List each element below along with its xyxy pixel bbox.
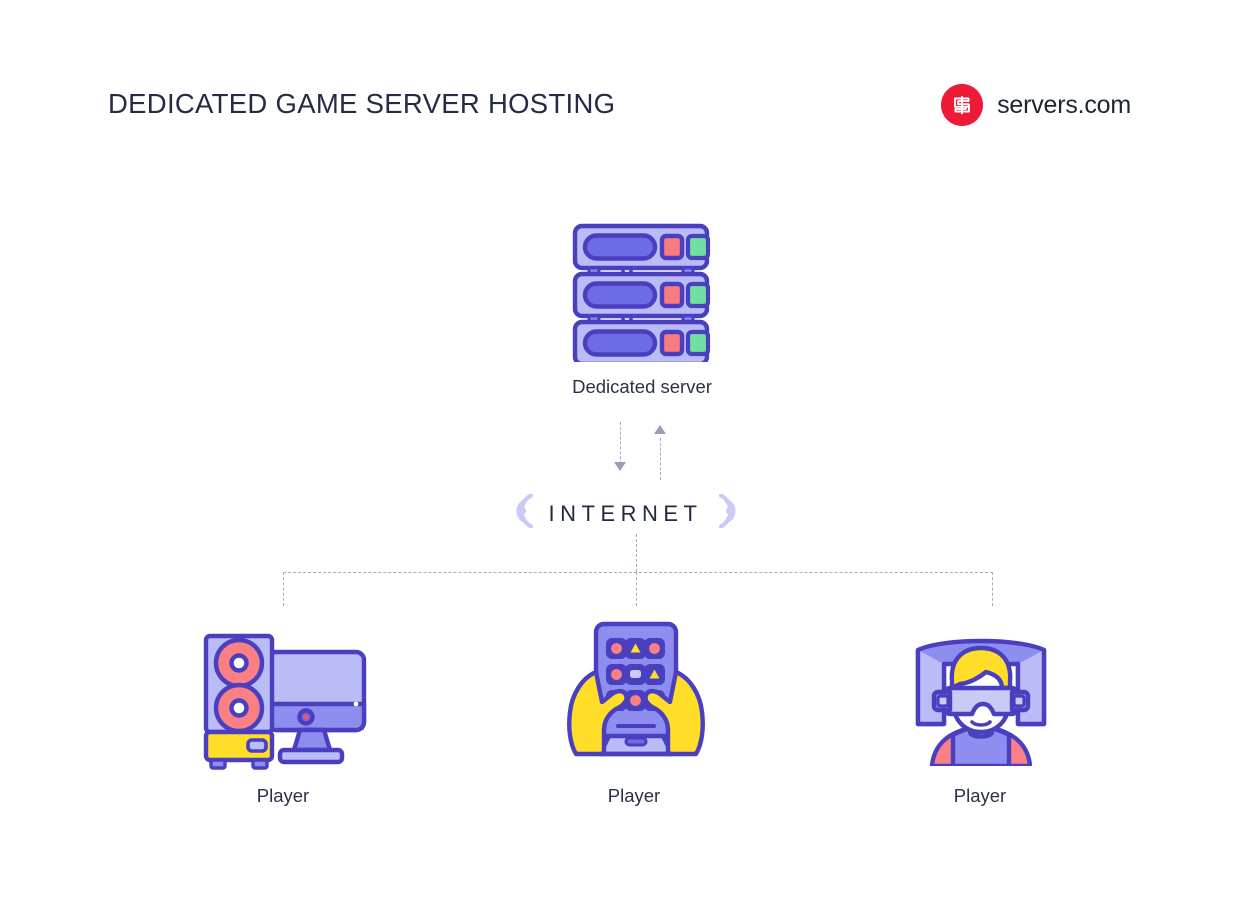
desktop-pc-icon — [196, 624, 368, 775]
arrow-down-icon — [614, 462, 626, 471]
servers-s-logo-icon — [941, 84, 984, 126]
arrow-up-icon — [654, 425, 666, 434]
signal-waves-left-icon — [505, 493, 535, 533]
brand-name: servers.com — [997, 90, 1131, 119]
internet-badge: INTERNET — [505, 493, 747, 533]
player-3-caption: Player — [953, 785, 1007, 806]
bus-drop-from-internet — [636, 534, 637, 572]
internet-label: INTERNET — [548, 500, 703, 526]
brand-logo: servers.com — [941, 84, 1131, 126]
bus-drop-player-1 — [283, 572, 284, 606]
signal-waves-right-icon — [717, 493, 747, 533]
bus-drop-player-2 — [636, 572, 637, 606]
downlink-dashed-line — [620, 422, 621, 464]
vr-headset-player-icon — [908, 626, 1054, 771]
bus-horizontal — [283, 572, 993, 573]
player-1-caption: Player — [256, 785, 310, 806]
page-title: DEDICATED GAME SERVER HOSTING — [108, 88, 616, 119]
server-caption: Dedicated server — [572, 376, 712, 397]
handheld-gamepad-icon — [556, 612, 716, 777]
player-2-caption: Player — [607, 785, 661, 806]
bus-drop-player-3 — [992, 572, 993, 606]
uplink-dashed-line — [660, 438, 661, 480]
dedicated-server-rack-icon — [565, 216, 717, 375]
